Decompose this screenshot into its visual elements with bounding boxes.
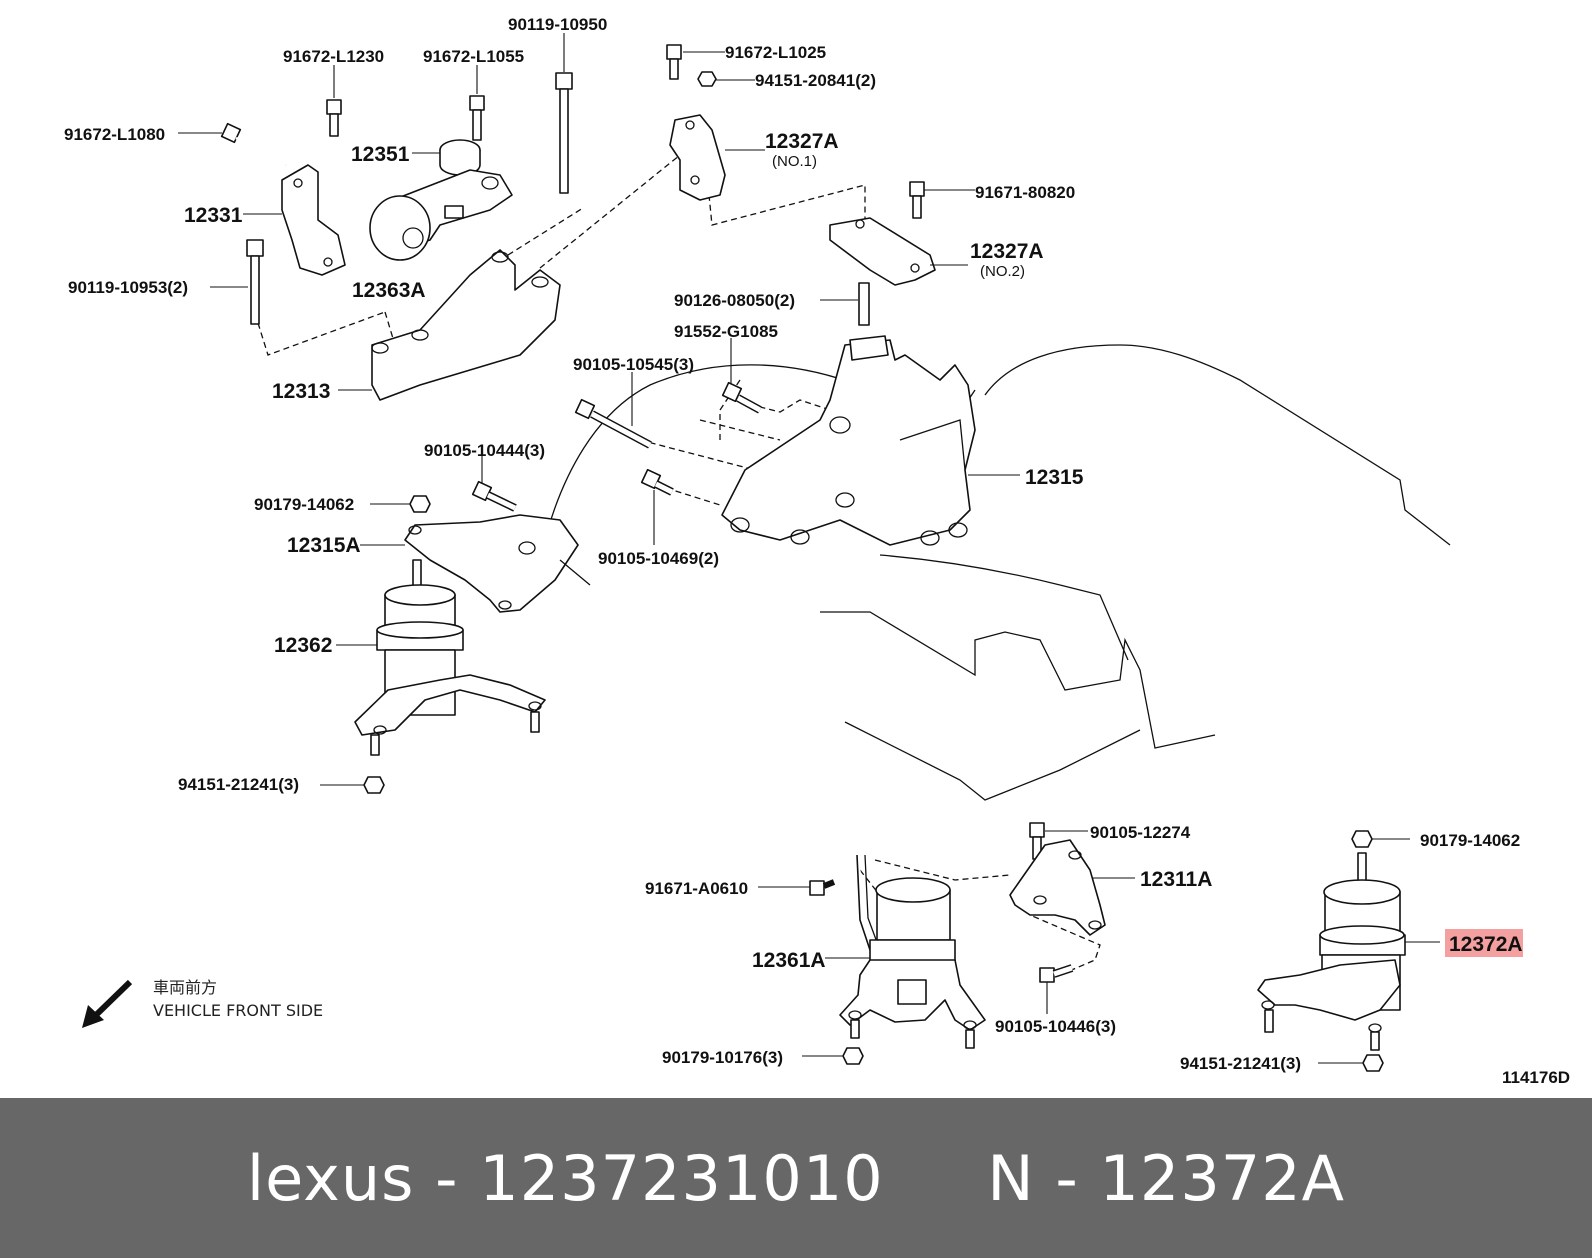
part-12315a-bracket: [404, 514, 591, 613]
label-12327a-no1: 12327A: [765, 130, 839, 153]
bolt-90105-12274: [1029, 822, 1045, 860]
label-no2: (NO.2): [980, 263, 1025, 280]
label-91552-g1085: 91552-G1085: [674, 322, 778, 341]
nut-90179-10176: [842, 1047, 864, 1065]
bolt-91671-80820: [909, 181, 925, 219]
label-90179-14062-a: 90179-14062: [254, 495, 354, 514]
bolt-91672-l1080: [220, 122, 287, 167]
label-91672-l1230: 91672-L1230: [283, 47, 384, 66]
label-12372a: 12372A: [1449, 933, 1523, 956]
label-90105-10469: 90105-10469(2): [598, 549, 719, 568]
part-12331-bracket: [281, 164, 346, 276]
part-12362-engine-mount: [354, 559, 546, 756]
nut-90179-14062-b: [1351, 830, 1373, 848]
part-12313-bracket: [371, 249, 561, 401]
label-90179-10176: 90179-10176(3): [662, 1048, 783, 1067]
label-12315a: 12315A: [287, 534, 361, 557]
label-12351: 12351: [351, 143, 410, 166]
stud-90126-08050: [858, 282, 870, 326]
part-12315-bracket: [721, 335, 976, 546]
footer-bar: lexus - 1237231010 N - 12372A: [0, 1098, 1592, 1258]
bolt-90119-10950: [555, 72, 573, 194]
front-note-en: VEHICLE FRONT SIDE: [153, 1001, 323, 1020]
bolt-90105-10444: [471, 480, 517, 512]
label-90105-12274: 90105-12274: [1090, 823, 1191, 842]
label-no1: (NO.1): [772, 153, 817, 170]
part-labels: 91672-L1230 91672-L1055 90119-10950 9167…: [64, 15, 1570, 1087]
label-12331: 12331: [184, 204, 243, 227]
bolt-91672-l1230: [326, 99, 342, 137]
nut-90179-14062-a: [409, 495, 431, 513]
bolt-90105-10545: [574, 398, 652, 449]
label-90105-10545: 90105-10545(3): [573, 355, 694, 374]
label-94151-20841: 94151-20841(2): [755, 71, 876, 90]
label-90179-14062-b: 90179-14062: [1420, 831, 1520, 850]
nut-94151-20841: [697, 71, 717, 87]
nut-94151-21241-b: [1362, 1054, 1384, 1072]
label-12315: 12315: [1025, 466, 1084, 489]
label-91672-l1025: 91672-L1025: [725, 43, 826, 62]
bolt-91672-l1025: [666, 44, 682, 80]
nut-94151-21241-a: [363, 776, 385, 794]
label-90119-10953: 90119-10953(2): [68, 278, 188, 297]
label-90119-10950: 90119-10950: [508, 15, 607, 34]
label-12363a: 12363A: [352, 279, 426, 302]
drawing-id: 114176D: [1502, 1068, 1570, 1087]
parts-diagram: 91672-L1230 91672-L1055 90119-10950 9167…: [64, 15, 1571, 1087]
vehicle-front-arrow-icon: [82, 979, 133, 1028]
leader-lines: [178, 33, 1440, 1064]
footer-caption: lexus - 1237231010 N - 12372A: [246, 1141, 1346, 1215]
front-note-jp: 車両前方: [153, 978, 217, 997]
bolt-90105-10469: [640, 468, 674, 496]
label-90126-08050: 90126-08050(2): [674, 291, 795, 310]
label-90105-10444: 90105-10444(3): [424, 441, 545, 460]
label-91672-l1080: 91672-L1080: [64, 125, 165, 144]
part-12327a-no1-bracket: [669, 114, 726, 201]
part-12363a-torque-rod: [369, 169, 513, 261]
label-91672-l1055: 91672-L1055: [423, 47, 524, 66]
label-12327a-no2: 12327A: [970, 240, 1044, 263]
bolt-90105-10446: [1039, 964, 1074, 983]
part-12311a-bracket: [1009, 839, 1106, 936]
part-12351-stopper: [439, 139, 481, 176]
label-94151-21241-b: 94151-21241(3): [1180, 1054, 1301, 1073]
label-12311a: 12311A: [1140, 868, 1212, 891]
bolt-91552-g1085: [721, 381, 762, 414]
label-91671-80820: 91671-80820: [975, 183, 1075, 202]
bolt-91671-a0610: [809, 879, 836, 896]
label-90105-10446: 90105-10446(3): [995, 1017, 1116, 1036]
label-12361a: 12361A: [752, 949, 826, 972]
label-12362: 12362: [274, 634, 332, 657]
bolt-91672-l1055: [469, 95, 485, 141]
part-12327a-no2-bracket: [829, 217, 936, 286]
engine-outline: [539, 344, 1451, 801]
part-12361a-engine-mount: [839, 854, 986, 1049]
label-12313: 12313: [272, 380, 330, 403]
part-12372a-engine-mount: [1257, 852, 1406, 1051]
label-94151-21241-a: 94151-21241(3): [178, 775, 299, 794]
label-91671-a0610: 91671-A0610: [645, 879, 748, 898]
highlight-12372a: [1445, 929, 1523, 957]
bolt-90119-10953: [246, 239, 264, 325]
